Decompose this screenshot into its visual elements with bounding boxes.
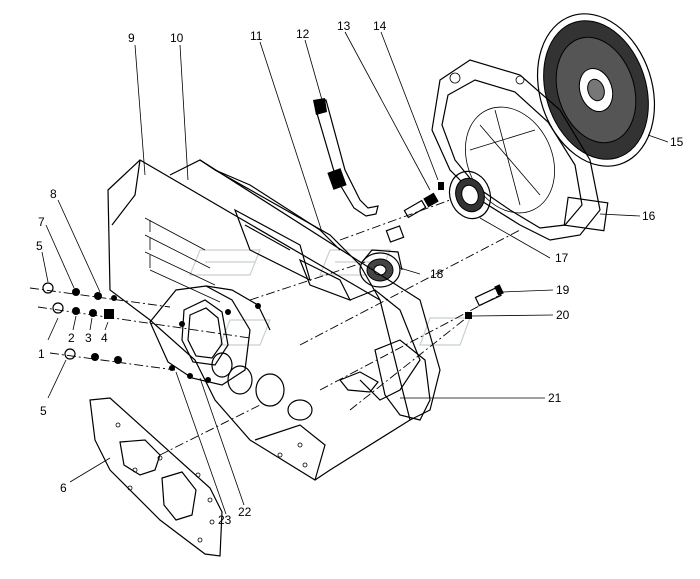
callout-23: 23: [218, 513, 232, 527]
fasteners: [42, 282, 122, 364]
callout-22: 22: [238, 505, 252, 519]
pressure-plate-cover: [431, 59, 609, 241]
callout-labels: 1 2 3 4 5 5 6 7 8 9 10 11 12 13 14 15 16…: [36, 19, 684, 527]
callout-20: 20: [556, 308, 570, 322]
callout-5-bottom: 5: [40, 404, 47, 418]
callout-16: 16: [642, 209, 656, 223]
callout-9: 9: [128, 31, 135, 45]
callout-7: 7: [38, 215, 45, 229]
callout-2: 2: [68, 331, 75, 345]
callout-18: 18: [430, 267, 444, 281]
callout-13: 13: [337, 19, 351, 33]
bearing-carrier: [359, 249, 403, 288]
callout-6: 6: [60, 481, 67, 495]
release-fork: [313, 98, 379, 217]
callout-12: 12: [296, 27, 310, 41]
flange-plate: [149, 285, 271, 386]
callout-3: 3: [85, 331, 92, 345]
callout-10: 10: [170, 31, 184, 45]
callout-5-top: 5: [36, 239, 43, 253]
gasket: [89, 397, 223, 557]
watermark: [189, 249, 471, 346]
bolt-20: [465, 312, 472, 319]
bolt-19: [474, 284, 504, 307]
leader-lines: [41, 31, 669, 515]
callout-1: 1: [38, 347, 45, 361]
callout-8: 8: [50, 187, 57, 201]
callout-17: 17: [555, 251, 569, 265]
pin-assembly: [385, 182, 444, 243]
clutch-disc: [536, 13, 656, 167]
callout-11: 11: [250, 29, 263, 43]
callout-14: 14: [373, 19, 387, 33]
callout-4: 4: [101, 331, 108, 345]
release-bearing: [448, 170, 492, 220]
callout-15: 15: [670, 135, 684, 149]
callout-21: 21: [548, 391, 562, 405]
gear-housing: [107, 159, 441, 481]
axis-lines: [29, 199, 521, 456]
callout-19: 19: [556, 283, 570, 297]
